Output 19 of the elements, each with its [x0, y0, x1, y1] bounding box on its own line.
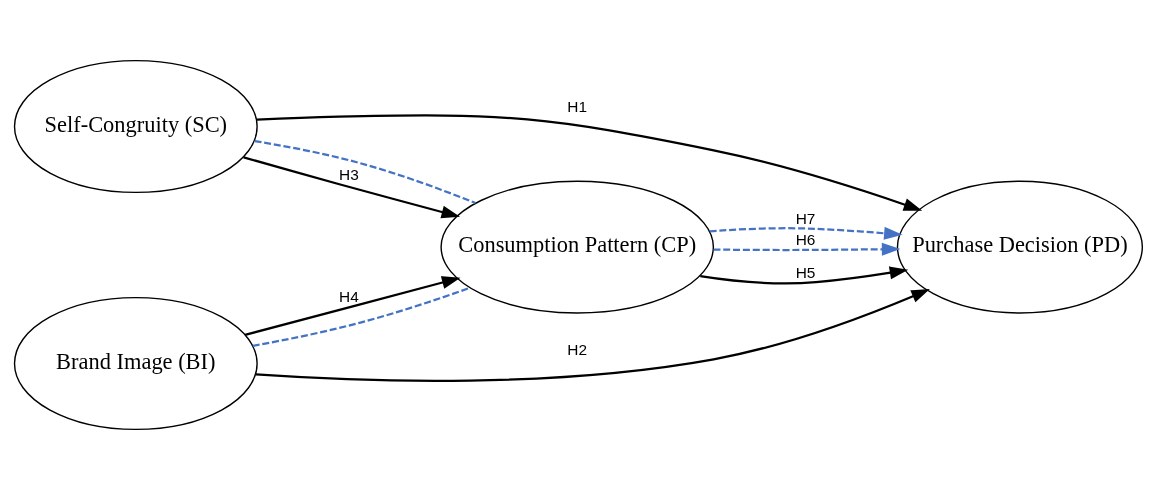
- edge-label: H7: [795, 209, 816, 227]
- edge-label: H1: [567, 97, 588, 115]
- connector: [252, 286, 470, 347]
- node-ellipse: Brand Image (BI): [13, 296, 258, 430]
- arrow: [256, 113, 923, 211]
- arrow: [709, 226, 903, 240]
- arrow: [244, 275, 461, 336]
- arrow: [700, 265, 909, 284]
- edge-label: H2: [567, 340, 588, 358]
- edge-label: H6: [795, 230, 816, 248]
- arrow: [243, 155, 461, 218]
- node-ellipse: Purchase Decision (PD): [896, 180, 1144, 314]
- node-ellipse: Self-Congruity (SC): [13, 59, 258, 193]
- arrow: [713, 242, 901, 256]
- edge-label: H5: [795, 263, 816, 281]
- edge-label: H4: [339, 287, 359, 305]
- edge-label: H3: [339, 165, 359, 183]
- connector: [254, 139, 476, 204]
- arrow: [255, 288, 930, 382]
